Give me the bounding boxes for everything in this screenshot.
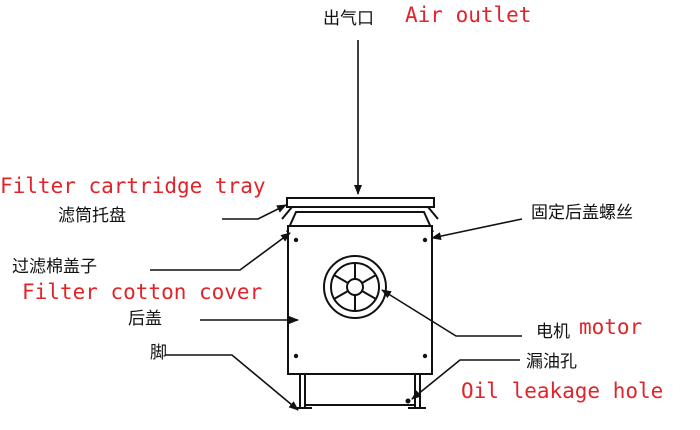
- label-foot-cn: 脚: [150, 343, 167, 363]
- label-cotton-cover-cn: 过滤棉盖子: [12, 257, 97, 277]
- label-air-outlet-en: Air outlet: [405, 3, 532, 27]
- label-filter-tray-en: Filter cartridge tray: [0, 174, 266, 198]
- label-motor-cn: 电机: [536, 322, 570, 342]
- label-air-outlet-cn: 出气口: [323, 9, 374, 29]
- oil-leakage-hole: [405, 398, 411, 404]
- housing-rear-cover: [287, 225, 433, 375]
- screw-bottom-right: [422, 353, 428, 359]
- label-cotton-cover-en: Filter cotton cover: [22, 280, 263, 304]
- label-oil-hole-cn: 漏油孔: [526, 352, 577, 372]
- base-feet: [294, 374, 426, 409]
- arrow-oil-hole: [411, 359, 520, 400]
- screw-top-left: [293, 237, 299, 243]
- arrow-foot: [165, 354, 299, 411]
- arrow-filter-tray: [222, 204, 287, 220]
- label-oil-hole-en: Oil leakage hole: [461, 379, 664, 403]
- filter-cartridge-tray: [281, 197, 439, 220]
- motor-fan: [323, 255, 387, 319]
- filter-cotton-cover: [286, 211, 434, 233]
- arrow-motor: [381, 289, 522, 337]
- screw-bottom-left: [293, 353, 299, 359]
- label-filter-tray-cn: 滤筒托盘: [58, 206, 126, 226]
- label-motor-en: motor: [579, 315, 643, 339]
- screw-top-right: [422, 237, 428, 243]
- arrow-cotton-cover: [150, 232, 291, 271]
- label-rear-cover-cn: 后盖: [128, 309, 162, 329]
- arrow-fixing-screw: [431, 218, 523, 241]
- label-fixing-screw-cn: 固定后盖螺丝: [531, 203, 633, 223]
